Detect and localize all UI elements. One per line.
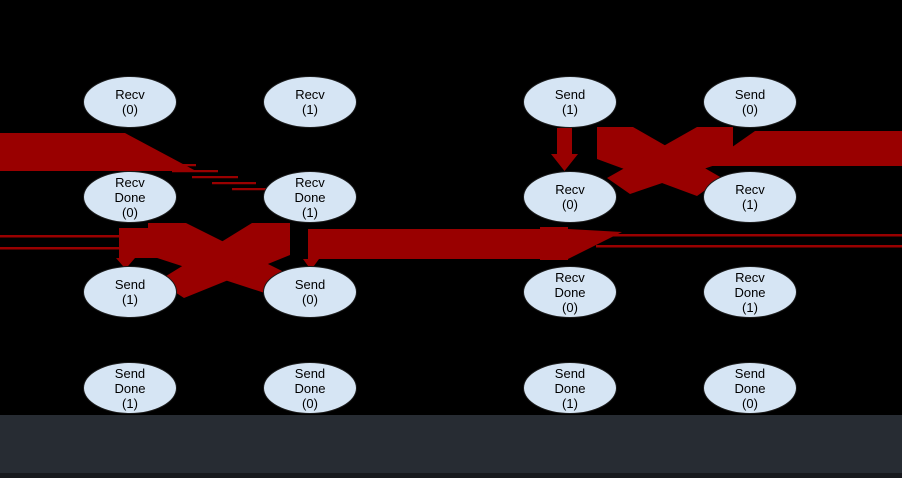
node-recv-0-right: Recv (0): [523, 171, 617, 223]
node-recv-done-1-left: Recv Done (1): [263, 171, 357, 223]
node-recv-1-left: Recv (1): [263, 76, 357, 128]
node-recv-done-0-right: Recv Done (0): [523, 266, 617, 318]
node-recv-1-right: Recv (1): [703, 171, 797, 223]
edge-down-arrow-below-send1: [551, 128, 578, 171]
node-send-0-right: Send (0): [703, 76, 797, 128]
edge-thin-lines-left: [0, 235, 126, 250]
node-send-done-0-left: Send Done (0): [263, 362, 357, 414]
node-send-1-left: Send (1): [83, 266, 177, 318]
edge-feather-recv0-recvdone1: [132, 158, 274, 191]
node-recv-0-left: Recv (0): [83, 76, 177, 128]
edge-cross-send0-recv0: [607, 127, 733, 194]
edge-block-below-recv0-right: [540, 227, 568, 260]
node-send-done-0-right: Send Done (0): [703, 362, 797, 414]
edge-cross-recvdone1-send1: [158, 223, 290, 298]
node-recv-done-1-right: Recv Done (1): [703, 266, 797, 318]
edge-left-entry-band: [0, 133, 196, 171]
edge-right-entry-band: [705, 131, 902, 166]
node-recv-done-0-left: Recv Done (0): [83, 171, 177, 223]
bottom-bar: [0, 415, 902, 478]
node-send-1-right: Send (1): [523, 76, 617, 128]
node-send-0-left: Send (0): [263, 266, 357, 318]
node-send-done-1-left: Send Done (1): [83, 362, 177, 414]
edge-thin-lines-right: [596, 234, 902, 248]
node-send-done-1-right: Send Done (1): [523, 362, 617, 414]
edge-mid-horizontal-band: [303, 229, 622, 270]
bottom-edge-strip: [0, 473, 902, 478]
